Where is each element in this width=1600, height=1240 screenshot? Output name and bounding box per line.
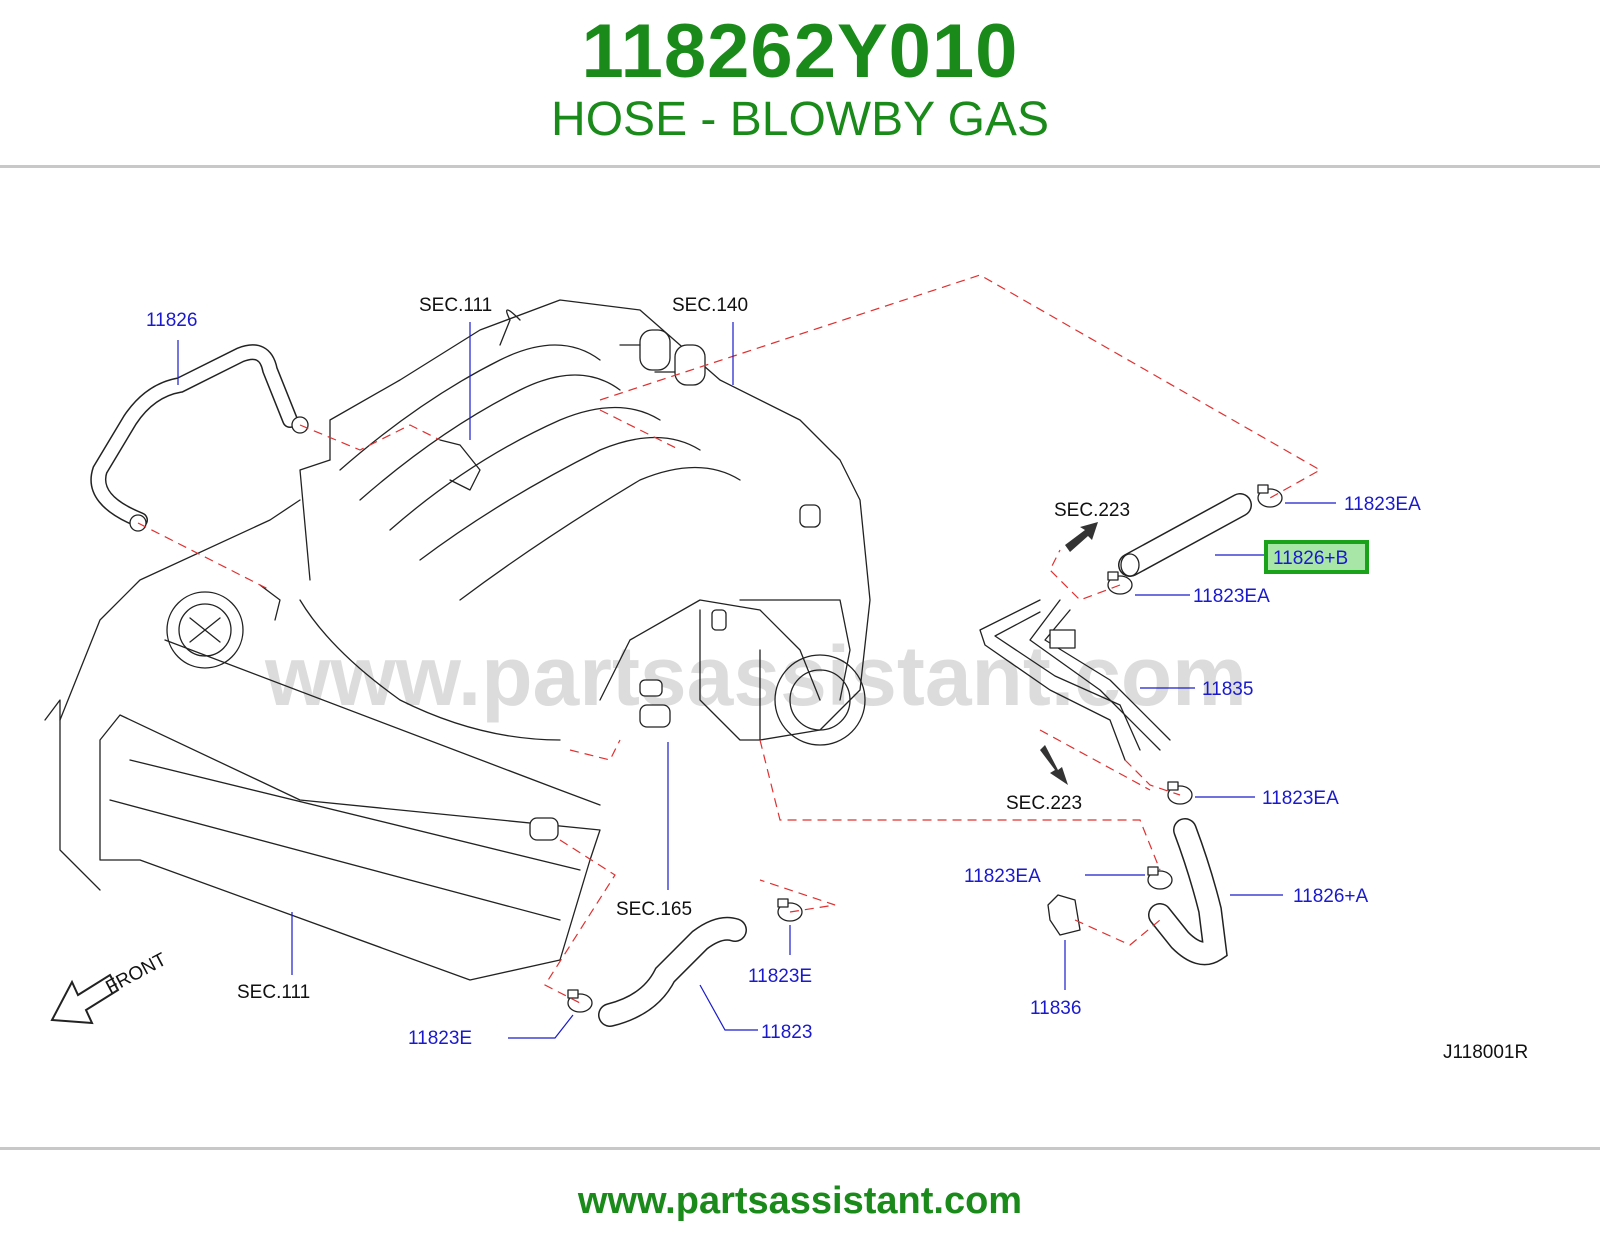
clamp-11823ea-4 [1147, 866, 1173, 890]
callout-11836[interactable]: 11836 [1030, 998, 1081, 1019]
hose-11823-drawing [598, 916, 747, 1027]
sec223-bottom-label: SEC.223 [1006, 793, 1082, 814]
sec111-bottom-label: SEC.111 [237, 982, 310, 1003]
callout-11835[interactable]: 11835 [1202, 679, 1253, 700]
watermark-text: www.partsassistant.com [264, 629, 1247, 723]
page-header: 118262Y010 HOSE - BLOWBY GAS [0, 0, 1600, 168]
clamp-11823e-2 [567, 989, 593, 1013]
clamp-11823e-1 [777, 898, 803, 922]
clamp-11823ea-1 [1257, 484, 1283, 508]
bracket-11836 [1047, 894, 1081, 936]
part-name-subtitle: HOSE - BLOWBY GAS [551, 93, 1049, 146]
callout-11823e-2[interactable]: 11823E [408, 1028, 472, 1049]
drawing-code: J118001R [1443, 1042, 1528, 1063]
header-divider [0, 165, 1600, 168]
callout-11823[interactable]: 11823 [761, 1022, 812, 1043]
callout-11823ea-3[interactable]: 11823EA [1262, 788, 1339, 809]
footer-divider [0, 1147, 1600, 1150]
clamp-11823ea-3 [1167, 781, 1193, 805]
intake-manifold-drawing [299, 299, 871, 746]
front-label: FRONT [102, 949, 170, 998]
callout-11826[interactable]: 11826 [146, 310, 197, 331]
callout-11823ea-2[interactable]: 11823EA [1193, 586, 1270, 607]
callout-11826b[interactable]: 11826+B [1273, 548, 1348, 569]
connection-dashes [137, 274, 1322, 1004]
part-number-title: 118262Y010 [581, 9, 1019, 94]
leader-lines [177, 322, 1336, 1039]
callout-11826a[interactable]: 11826+A [1293, 886, 1369, 907]
callout-11823ea-4[interactable]: 11823EA [964, 866, 1041, 887]
sec140-label: SEC.140 [672, 295, 748, 316]
callout-11823e-1[interactable]: 11823E [748, 966, 812, 987]
hose-11826a-drawing [1148, 818, 1228, 966]
front-arrow-icon [50, 973, 120, 1025]
pipe-11835-drawing [979, 599, 1171, 761]
sec223-top-label: SEC.223 [1054, 500, 1130, 521]
sec223-arrow-bottom [1040, 745, 1068, 785]
rocker-cover-drawing [44, 499, 601, 981]
sec165-label: SEC.165 [616, 899, 692, 920]
hose-11826-drawing [90, 344, 309, 532]
hose-11826b-drawing [1118, 493, 1252, 577]
parts-diagram: www.partsassistant.com [44, 274, 1528, 1063]
sec223-arrow-top [1065, 522, 1098, 552]
footer-url-link[interactable]: www.partsassistant.com [577, 1180, 1023, 1222]
sec111-top-label: SEC.111 [419, 295, 492, 316]
callout-11823ea-1[interactable]: 11823EA [1344, 494, 1421, 515]
callout-11826b-highlight [1264, 540, 1369, 574]
